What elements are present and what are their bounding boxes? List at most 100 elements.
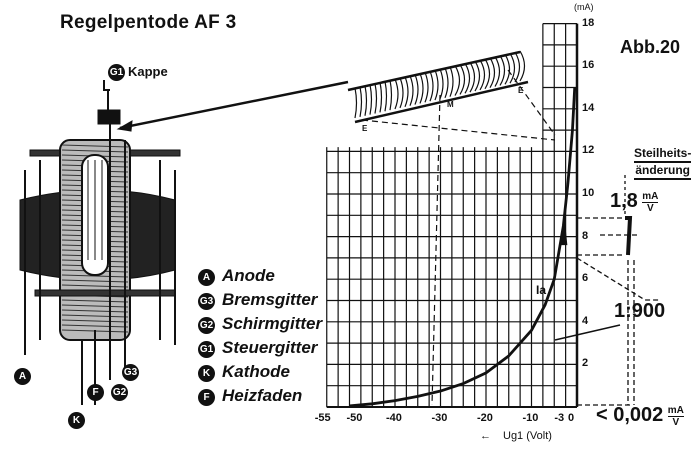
series-line-ia — [349, 87, 577, 408]
detail-label-m: M — [447, 100, 454, 109]
steilheit-marks — [554, 175, 660, 406]
helix-turn — [459, 64, 466, 95]
helix-turn — [444, 67, 449, 99]
legend-badge: A — [198, 269, 215, 286]
x-tick-label: -20 — [477, 412, 493, 424]
unit-num: mA — [667, 405, 684, 418]
helix-turn — [364, 85, 368, 116]
steilheit-heading: Steilheits-änderung — [634, 146, 692, 180]
legend-label: Heizfaden — [222, 386, 303, 405]
detail-label-e-left: E — [362, 124, 368, 133]
y-tick-label: 16 — [582, 59, 595, 72]
chart — [326, 23, 579, 408]
y-tick-label: 14 — [582, 101, 595, 114]
legend-badge: F — [198, 389, 215, 406]
y-tick-label: 4 — [582, 314, 589, 327]
pin-badge: F — [87, 384, 104, 401]
helix-turn — [419, 73, 424, 104]
pin-badge: G3 — [122, 364, 139, 381]
helix-turn — [354, 87, 358, 119]
legend-badge: K — [198, 365, 215, 382]
legend-label: Steuergitter — [222, 338, 318, 357]
legend-label: Kathode — [222, 362, 290, 381]
legend-label: Anode — [222, 266, 275, 285]
helix-turn — [504, 54, 511, 85]
tube-drawing — [19, 80, 181, 405]
x-tick-label: -3 — [554, 412, 565, 424]
helix-turn — [494, 56, 501, 87]
helix-turn — [404, 76, 409, 108]
x-tick-label: -50 — [346, 412, 363, 424]
unit-num: mA — [642, 191, 659, 204]
x-tick-label: -30 — [431, 412, 448, 424]
legend-badge: G2 — [198, 317, 215, 334]
helix-turn — [384, 81, 388, 112]
grid-detail — [116, 50, 556, 406]
y-tick-label: 6 — [582, 272, 589, 285]
figure-title: Regelpentode AF 3 — [60, 12, 237, 33]
steilheit-line1: Steilheits- — [634, 146, 692, 163]
x-axis-label: ←Ug1 (Volt) — [480, 430, 552, 442]
unit-den: V — [672, 417, 680, 429]
legend-label: Bremsgitter — [222, 290, 318, 309]
grid-wire — [61, 324, 129, 328]
pin-badge: K — [68, 412, 85, 429]
helix-turn — [379, 82, 383, 113]
legend-label: Schirmgitter — [222, 314, 323, 333]
helix-turn — [414, 74, 419, 105]
helix-turn — [424, 72, 429, 103]
helix-turn — [454, 65, 461, 96]
helix-turn — [499, 55, 506, 86]
legend-badge: G1 — [198, 341, 215, 358]
helix-turn — [489, 57, 496, 89]
helix-turn — [369, 84, 373, 115]
steilheit-low-value: < 0,002 — [596, 404, 664, 426]
helix-turn — [434, 69, 439, 101]
bottom-mica — [34, 289, 176, 297]
pin-badge: A — [14, 368, 31, 385]
grid-wire — [61, 284, 129, 288]
helix-turn — [509, 52, 516, 84]
helix-turn — [484, 58, 491, 90]
heater-filament — [87, 160, 103, 260]
helix-turn — [394, 78, 399, 110]
pin-badge: G2 — [111, 384, 128, 401]
steilheit-ratio: 1:900 — [614, 300, 666, 322]
curve-label: Ia — [536, 283, 547, 297]
helix-turn — [479, 59, 486, 91]
detail-label-e-right: E — [518, 86, 524, 95]
helix-turn — [399, 77, 404, 109]
helix-turn — [474, 60, 481, 92]
cap-badge: G1 — [108, 64, 125, 81]
helix-turn — [449, 66, 454, 97]
x-axis-title: Ug1 (Volt) — [503, 430, 552, 442]
helix-turn — [429, 70, 434, 102]
figure-label: Abb.20 — [620, 37, 681, 57]
unit-den: V — [646, 203, 654, 215]
helix-turn — [464, 63, 471, 94]
x-tick-label: -10 — [522, 412, 539, 424]
y-tick-label: 2 — [582, 357, 589, 370]
y-axis-unit: (mA) — [574, 2, 594, 12]
helix-turn — [374, 83, 378, 114]
x-tick-label: 0 — [568, 412, 575, 424]
grid-wire — [61, 319, 129, 323]
grid-wire — [61, 314, 129, 318]
helix-turn — [439, 68, 444, 100]
grid-wire — [61, 279, 129, 283]
grid-wire — [61, 149, 129, 153]
y-tick-label: 10 — [582, 187, 595, 199]
cap-block — [97, 109, 121, 125]
helix-turn — [359, 86, 363, 117]
y-tick-label: 12 — [582, 144, 595, 157]
helix-turn — [469, 61, 476, 93]
grid-wire — [61, 304, 129, 308]
steilheit-line2: änderung — [634, 163, 692, 180]
cap-label: Kappe — [128, 64, 168, 79]
